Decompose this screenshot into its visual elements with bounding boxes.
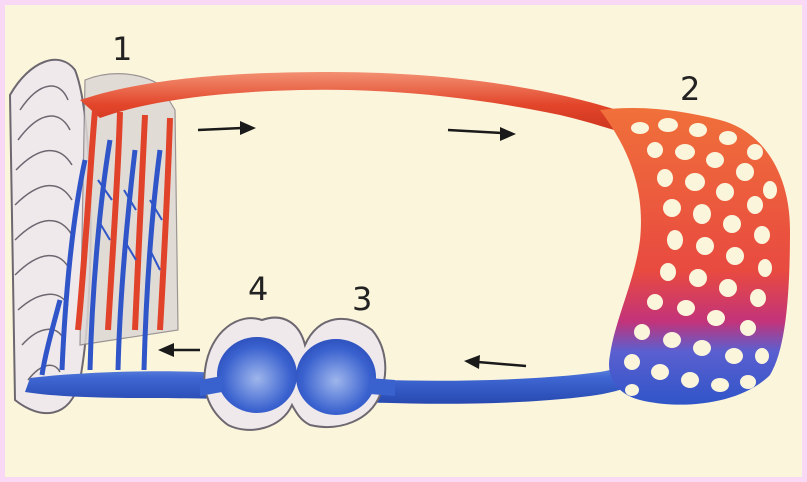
- label-3: 3: [352, 280, 372, 318]
- arrow-left-icon: [158, 343, 200, 357]
- label-4: 4: [248, 270, 268, 308]
- capillary-network: [600, 108, 790, 405]
- arrow-left-icon: [464, 355, 526, 369]
- arrow-right-icon: [198, 121, 256, 135]
- arrow-right-icon: [448, 127, 516, 141]
- label-1: 1: [112, 30, 132, 68]
- label-2: 2: [680, 70, 700, 108]
- heart-chambers: [200, 318, 395, 430]
